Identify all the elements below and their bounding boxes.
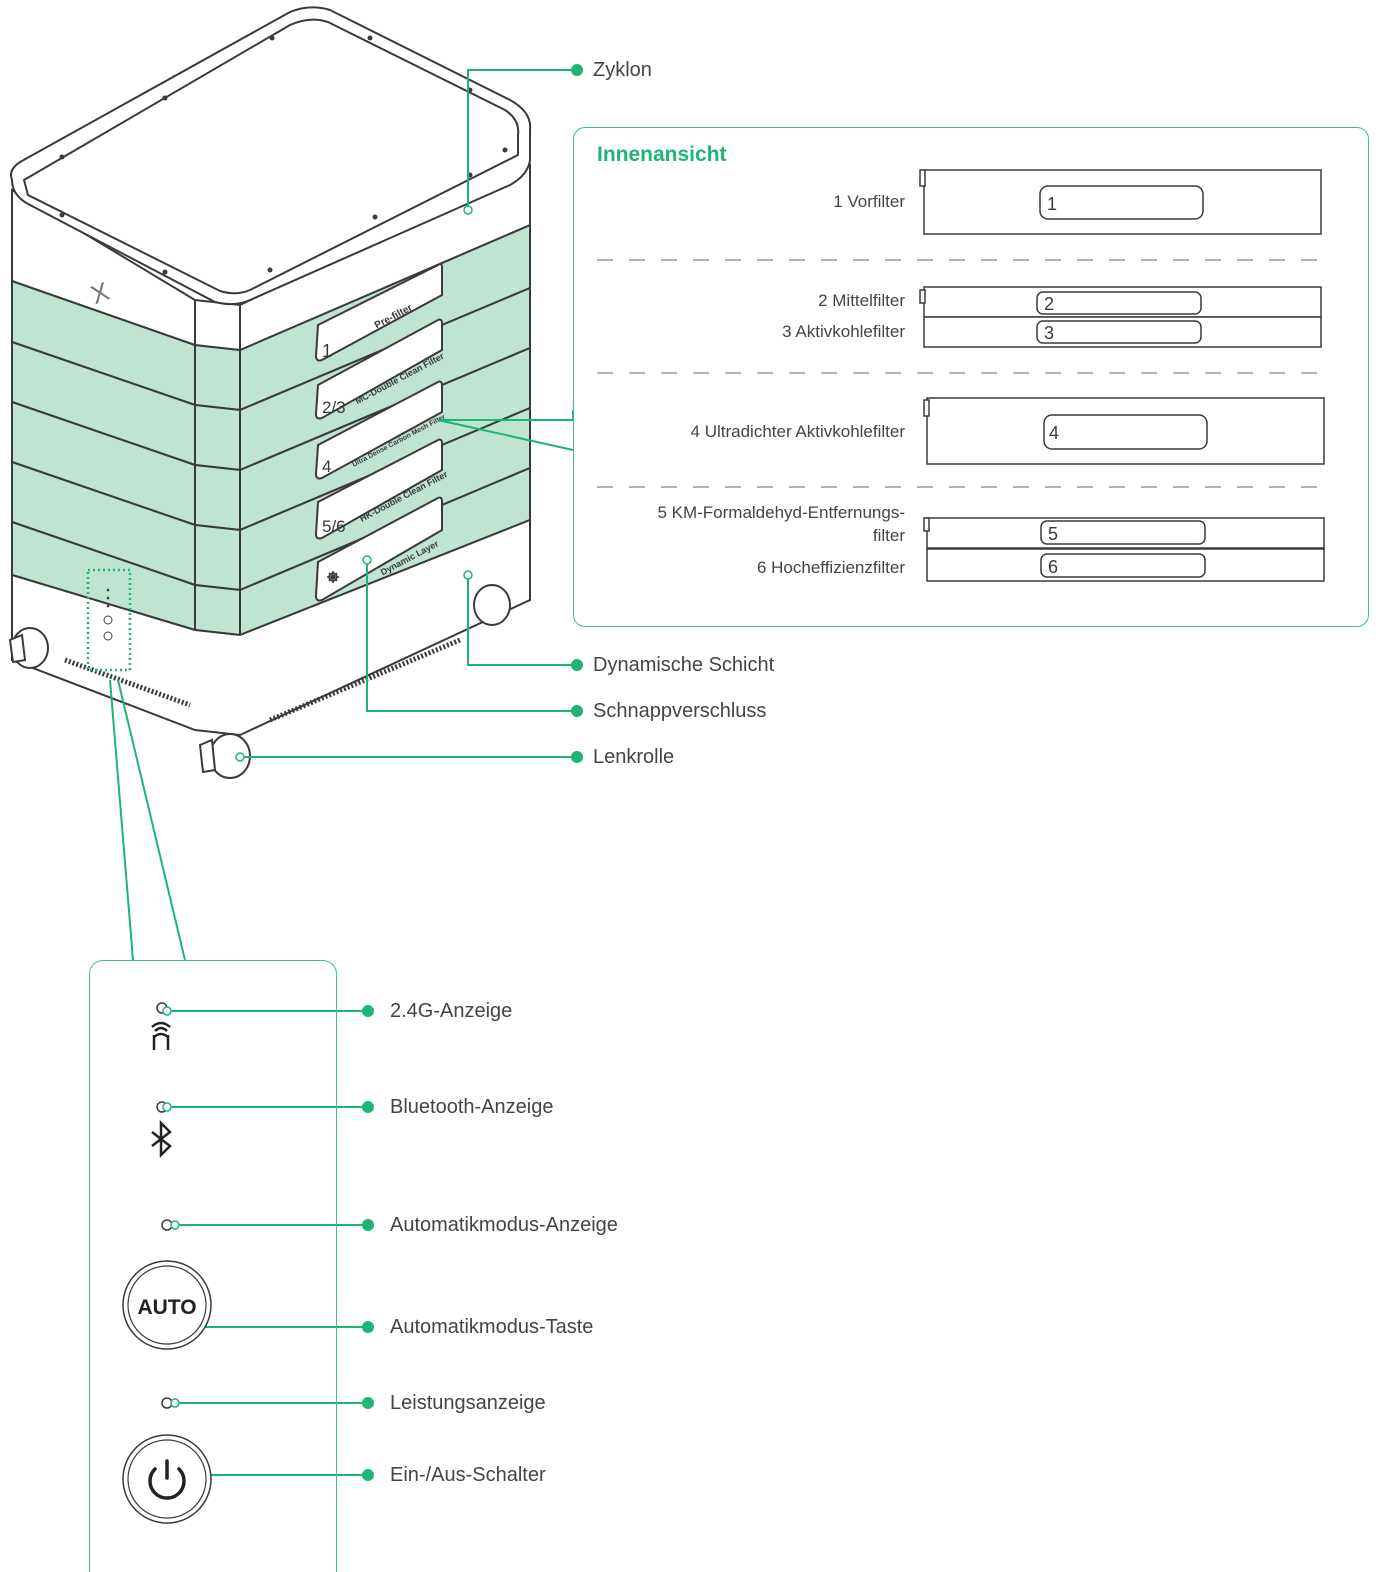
callout-dynamic-layer: Dynamische Schicht — [593, 654, 775, 676]
filter-label-3: 3 Aktivkohlefilter — [782, 322, 905, 341]
control-panel-detail — [89, 960, 337, 1572]
cartridge-numbers: 1 2 3 4 5 6 — [1044, 194, 1059, 577]
callout-dots — [235, 64, 583, 763]
inner-view-panel — [573, 127, 1369, 627]
tab-3-number: 4 — [322, 457, 331, 476]
callout-caster: Lenkrolle — [593, 746, 675, 768]
power-button[interactable] — [122, 1434, 212, 1524]
filter-label-1: 1 Vorfilter — [833, 192, 905, 211]
separators — [597, 259, 1330, 488]
label-power-indicator: Leistungsanzeige — [390, 1392, 546, 1414]
filter-cartridges — [919, 169, 1325, 582]
callout-cyclone: Zyklon — [593, 59, 652, 81]
panel-callout-dots — [362, 1005, 374, 1481]
filter-label-2: 2 Mittelfilter — [818, 291, 905, 310]
cartridge-2-number: 2 — [1044, 294, 1054, 314]
filter-label-6: 6 Hocheffizienzfilter — [756, 558, 905, 577]
cartridge-6-number: 6 — [1048, 557, 1058, 577]
filter-label-4: 4 Ultradichter Aktivkohlefilter — [690, 422, 905, 441]
fan-icon — [327, 571, 339, 583]
tab-4-number: 5/6 — [322, 517, 346, 536]
filter-label-5-line1: 5 KM-Formaldehyd-Entfernungs- — [657, 503, 905, 522]
cartridge-4-number: 4 — [1049, 423, 1059, 443]
filter-tabs — [314, 263, 443, 602]
callout-lines — [109, 69, 575, 961]
inner-view-title: Innenansicht — [597, 143, 727, 166]
auto-button[interactable]: AUTO — [122, 1260, 212, 1350]
dynamic-layer-unit — [11, 518, 531, 737]
filter-layers — [11, 223, 531, 637]
label-bluetooth-indicator: Bluetooth-Anzeige — [390, 1096, 554, 1118]
caster-wheels — [8, 584, 511, 779]
cartridge-1-number: 1 — [1047, 194, 1057, 214]
bluetooth-icon — [151, 1119, 172, 1159]
callout-snap-lock: Schnappverschluss — [593, 700, 767, 722]
cartridge-5-number: 5 — [1048, 524, 1058, 544]
tab-2-number: 2/3 — [322, 398, 346, 417]
label-auto-mode-indicator: Automatikmodus-Anzeige — [390, 1214, 618, 1236]
auto-button-text: AUTO — [137, 1296, 196, 1319]
cartridge-3-number: 3 — [1044, 323, 1054, 343]
label-power-switch: Ein-/Aus-Schalter — [390, 1464, 546, 1486]
cyclone-unit — [10, 6, 532, 735]
filter-label-5-line2: filter — [872, 526, 905, 545]
label-auto-mode-button: Automatikmodus-Taste — [390, 1316, 594, 1338]
label-2-4g-indicator: 2.4G-Anzeige — [390, 1000, 513, 1022]
device-panel-dots — [103, 588, 113, 641]
power-icon — [148, 1459, 186, 1500]
tab-1-number: 1 — [322, 341, 332, 361]
remote-2-4g-icon — [151, 1021, 171, 1050]
control-panel-highlight — [86, 568, 132, 672]
top-screws — [59, 35, 508, 275]
